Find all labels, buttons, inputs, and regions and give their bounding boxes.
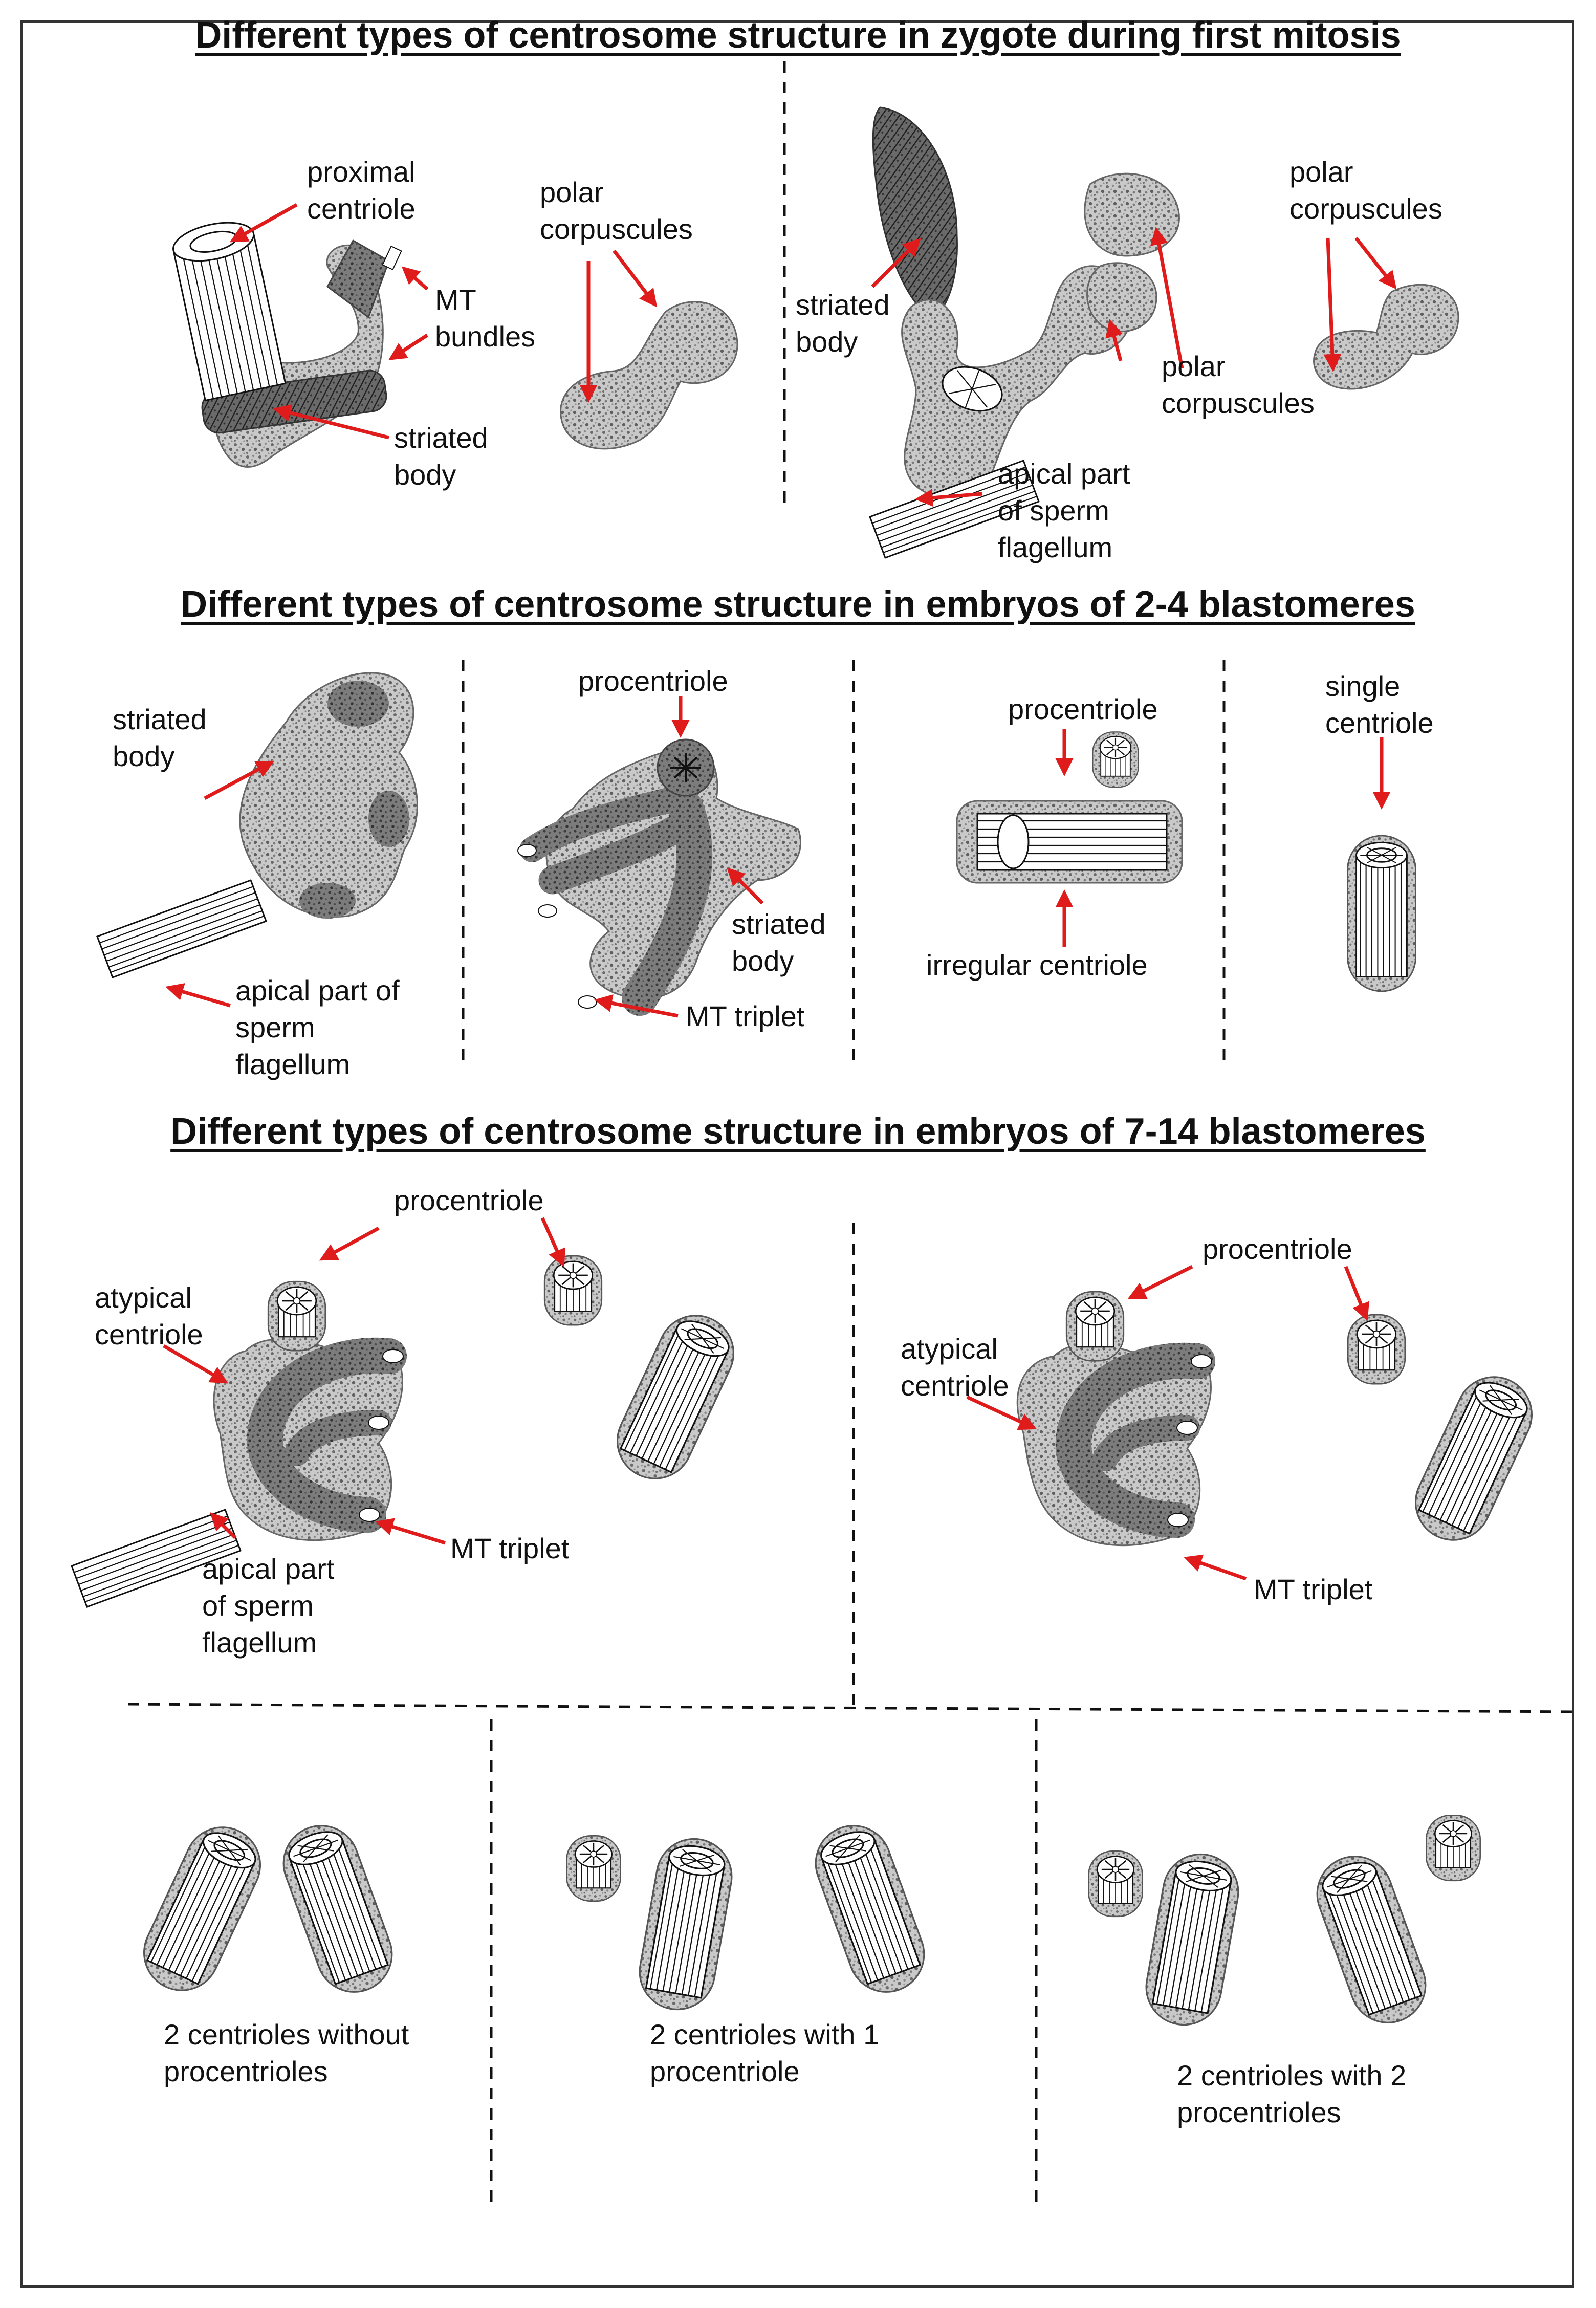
label-proximal-centriole: proximal centriole <box>307 156 416 225</box>
label-mt-bundles: MT bundles <box>435 284 536 353</box>
zygote-right-art <box>869 106 1459 559</box>
label-striated-body-2: striated body <box>796 289 890 358</box>
heading-zygote: Different types of centrosome structure … <box>195 15 1401 56</box>
label-procentriole-4: procentriole <box>1203 1233 1352 1265</box>
label-polar-corpuscules-1: polar corpuscules <box>540 176 693 245</box>
label-apical-part-2: apical part of sperm flagellum <box>235 974 400 1080</box>
label-2-centrioles-without: 2 centrioles without procentrioles <box>164 2018 409 2087</box>
label-atypical-centriole-2: atypical centriole <box>901 1333 1009 1402</box>
label-mt-triplet-1: MT triplet <box>686 1000 805 1032</box>
callout-arrows <box>163 203 1397 1581</box>
label-apical-part-3: apical part of sperm flagellum <box>202 1553 335 1659</box>
label-atypical-centriole-1: atypical centriole <box>95 1281 203 1351</box>
label-mt-triplet-3: MT triplet <box>1254 1573 1373 1605</box>
label-polar-corpuscules-3: polar corpuscules <box>1289 156 1442 225</box>
zygote-left-art <box>172 222 738 468</box>
label-procentriole-2: procentriole <box>1008 693 1158 725</box>
label-irregular-centriole: irregular centriole <box>926 949 1148 981</box>
label-2-centrioles-with-2: 2 centrioles with 2 procentrioles <box>1177 2059 1407 2128</box>
embryo-7-14-art <box>71 1255 1545 2034</box>
section-dividers <box>127 61 1575 2206</box>
label-mt-triplet-2: MT triplet <box>450 1532 570 1564</box>
label-striated-body-3: striated body <box>113 703 207 772</box>
embryo-2-4-art <box>96 672 1416 1016</box>
heading-embryo-7-14: Different types of centrosome structure … <box>170 1111 1426 1152</box>
label-procentriole-1: procentriole <box>578 665 728 697</box>
label-single-centriole: single centriole <box>1325 670 1434 739</box>
heading-embryo-2-4: Different types of centrosome structure … <box>181 584 1415 625</box>
label-procentriole-3: procentriole <box>394 1184 544 1216</box>
label-apical-part-1: apical part of sperm flagellum <box>998 458 1130 563</box>
label-striated-body-1: striated body <box>394 422 488 491</box>
label-2-centrioles-with-1: 2 centrioles with 1 procentriole <box>650 2018 880 2087</box>
figure-frame <box>20 20 1574 2288</box>
label-polar-corpuscules-2: polar corpuscules <box>1162 350 1315 419</box>
label-striated-body-4: striated body <box>732 908 826 977</box>
